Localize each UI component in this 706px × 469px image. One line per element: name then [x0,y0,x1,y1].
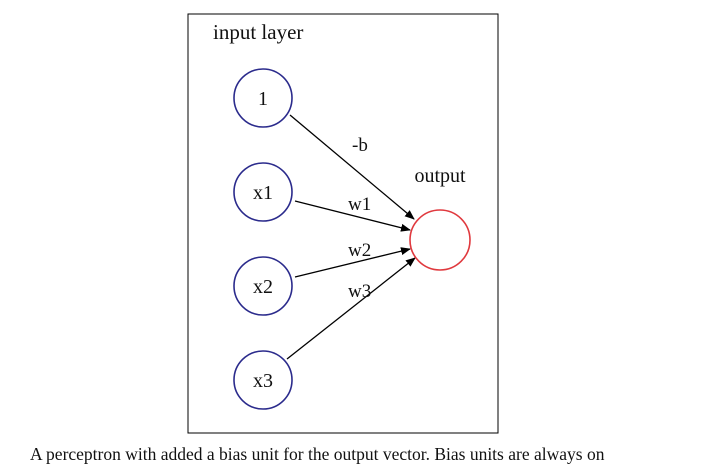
input-node-x1: x1 [233,162,293,222]
figure-caption: A perceptron with added a bias unit for … [30,444,605,464]
edge-x1-to-output [294,200,411,232]
edge-label-w1: w1 [348,194,371,215]
output-node-circle [409,209,471,271]
input-node-bias: 1 [233,68,293,128]
input-node-x2-circle [233,256,293,316]
input-layer-cluster [187,13,499,434]
edge-label-w2: w2 [348,240,371,261]
input-layer-label: input layer [213,20,303,44]
input-node-bias-label: 1 [258,88,268,110]
edge-x3-to-output [286,257,416,360]
input-node-x1-circle [233,162,293,222]
edges [286,114,416,360]
input-node-x3: x3 [233,350,293,410]
input-node-x3-circle [233,350,293,410]
input-node-x3-label: x3 [253,370,273,392]
input-node-x2-label: x2 [253,276,273,298]
edge-label-bias: -b [352,135,368,156]
input-node-x2: x2 [233,256,293,316]
edge-label-w3: w3 [348,281,371,302]
input-node-x1-label: x1 [253,182,273,204]
output-label: output [414,165,466,187]
edge-x2-to-output [294,247,411,278]
edge-bias-to-output [289,114,415,220]
input-node-bias-circle [233,68,293,128]
